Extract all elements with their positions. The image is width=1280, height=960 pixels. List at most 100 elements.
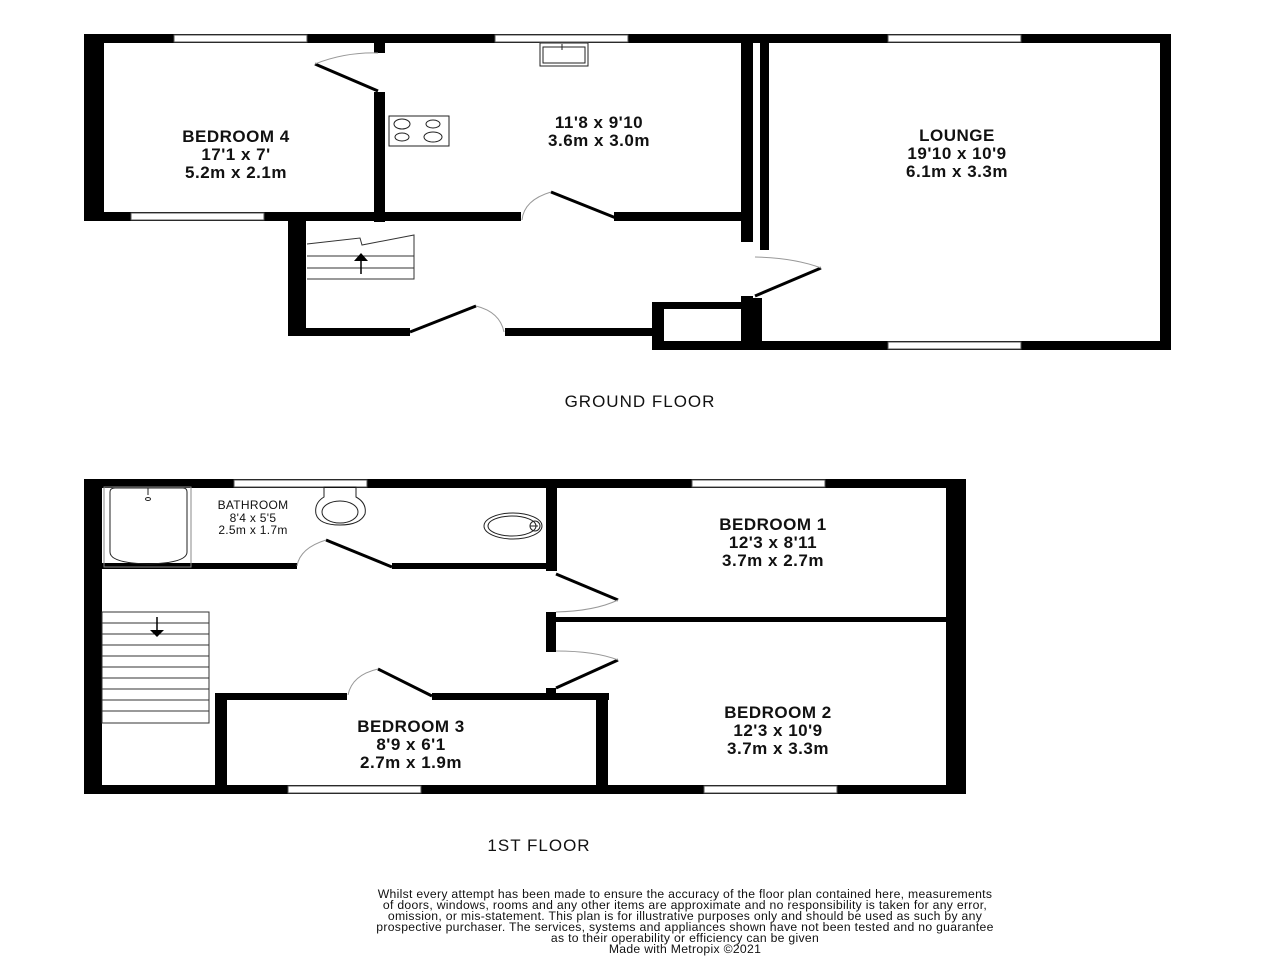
first-floor-doors xyxy=(296,538,619,698)
room-name: BEDROOM 2 xyxy=(724,703,832,722)
door xyxy=(377,667,433,698)
wall xyxy=(946,479,966,794)
room-label-bedroom-2: BEDROOM 2 12'3 x 10'9 3.7m x 3.3m xyxy=(724,704,831,758)
wall xyxy=(652,341,762,350)
wall xyxy=(505,328,655,336)
disclaimer-line: omission, or mis-statement. This plan is… xyxy=(387,909,983,923)
wall xyxy=(215,693,347,700)
door xyxy=(555,658,619,690)
door-swing-arc xyxy=(347,668,379,696)
wall xyxy=(392,563,547,569)
room-label-kitchen: 11'8 x 9'10 3.6m x 3.0m xyxy=(548,114,650,150)
wall xyxy=(652,302,752,309)
door-swing-arc xyxy=(555,599,619,613)
wall xyxy=(546,479,557,571)
wall xyxy=(84,785,966,794)
room-size-imperial: 11'8 x 9'10 xyxy=(554,113,644,132)
kitchen-sink-icon xyxy=(539,42,589,67)
wall xyxy=(596,693,608,793)
disclaimer-text: Whilst every attempt has been made to en… xyxy=(110,887,1260,956)
bath-icon xyxy=(103,486,192,568)
room-size-imperial: 8'4 x 5'5 xyxy=(229,510,277,525)
copyright-line: Made with Metropix ©2021 xyxy=(608,942,762,956)
wall xyxy=(385,212,521,221)
door xyxy=(754,266,822,298)
wall xyxy=(760,34,769,250)
floor-title-ground: GROUND FLOOR xyxy=(564,392,716,411)
basin-icon xyxy=(483,512,543,540)
door xyxy=(409,304,477,334)
room-size-metric: 2.7m x 1.9m xyxy=(360,752,462,772)
toilet-icon xyxy=(315,486,366,526)
room-size-metric: 5.2m x 2.1m xyxy=(185,162,287,182)
room-name: LOUNGE xyxy=(919,126,995,145)
door xyxy=(314,62,379,93)
window xyxy=(691,479,826,488)
ground-floor-doors xyxy=(314,52,822,334)
wall xyxy=(741,34,753,242)
wall xyxy=(84,479,102,794)
wall xyxy=(1160,34,1171,350)
room-label-bedroom-3: BEDROOM 3 8'9 x 6'1 2.7m x 1.9m xyxy=(357,718,464,772)
room-label-bedroom-4: BEDROOM 4 17'1 x 7' 5.2m x 2.1m xyxy=(182,128,289,182)
door-swing-arc xyxy=(314,52,379,65)
room-size-imperial: 17'1 x 7' xyxy=(201,144,271,164)
room-size-imperial: 8'9 x 6'1 xyxy=(376,734,446,754)
window xyxy=(287,785,422,794)
door-swing-arc xyxy=(475,305,505,333)
door-swing-arc xyxy=(754,256,822,269)
room-label-bedroom-1: BEDROOM 1 12'3 x 8'11 3.7m x 2.7m xyxy=(719,516,826,570)
wall xyxy=(288,328,410,336)
wall xyxy=(546,688,556,696)
room-size-metric: 6.1m x 3.3m xyxy=(906,161,1008,181)
room-size-imperial: 19'10 x 10'9 xyxy=(907,143,1007,163)
wall xyxy=(215,693,227,793)
room-size-metric: 2.5m x 1.7m xyxy=(218,523,288,538)
wall xyxy=(614,212,750,221)
ground-floor-plan xyxy=(84,34,1171,350)
wall xyxy=(556,617,956,622)
window xyxy=(703,785,838,794)
door-swing-arc xyxy=(555,650,619,661)
wall xyxy=(432,693,609,700)
first-floor-plan xyxy=(84,479,966,794)
wall xyxy=(102,563,297,569)
door-swing-arc xyxy=(521,191,552,221)
wall xyxy=(374,92,385,222)
door xyxy=(325,538,393,569)
ground-floor-windows xyxy=(130,34,1022,350)
window xyxy=(130,212,265,221)
window xyxy=(887,34,1022,43)
room-name: BATHROOM xyxy=(217,498,289,512)
room-size-imperial: 12'3 x 10'9 xyxy=(733,720,823,740)
hob-icon xyxy=(388,115,450,147)
room-size-metric: 3.7m x 3.3m xyxy=(727,738,829,758)
wall xyxy=(753,298,762,350)
door xyxy=(555,572,619,602)
wall xyxy=(652,302,664,350)
disclaimer-line: prospective purchaser. The services, sys… xyxy=(376,920,994,934)
stairs-up-icon xyxy=(306,234,415,280)
wall xyxy=(288,215,306,335)
door-swing-arc xyxy=(296,539,327,567)
room-label-lounge: LOUNGE 19'10 x 10'9 6.1m x 3.3m xyxy=(906,127,1008,181)
room-name: BEDROOM 4 xyxy=(182,127,290,146)
first-floor-windows xyxy=(233,479,838,794)
disclaimer-line: Whilst every attempt has been made to en… xyxy=(377,887,993,901)
disclaimer-line: of doors, windows, rooms and any other i… xyxy=(382,898,988,912)
window xyxy=(887,341,1022,350)
room-name: BEDROOM 1 xyxy=(719,515,827,534)
window xyxy=(494,34,629,43)
room-size-imperial: 12'3 x 8'11 xyxy=(728,532,818,552)
wall xyxy=(84,34,104,219)
floor-title-first: 1ST FLOOR xyxy=(487,836,591,855)
room-name: BEDROOM 3 xyxy=(357,717,465,736)
wall xyxy=(84,479,966,488)
window xyxy=(233,479,368,488)
window xyxy=(173,34,308,43)
room-label-bathroom: BATHROOM 8'4 x 5'5 2.5m x 1.7m xyxy=(218,499,289,537)
wall xyxy=(741,296,753,350)
wall xyxy=(374,34,385,53)
wall xyxy=(546,612,556,652)
